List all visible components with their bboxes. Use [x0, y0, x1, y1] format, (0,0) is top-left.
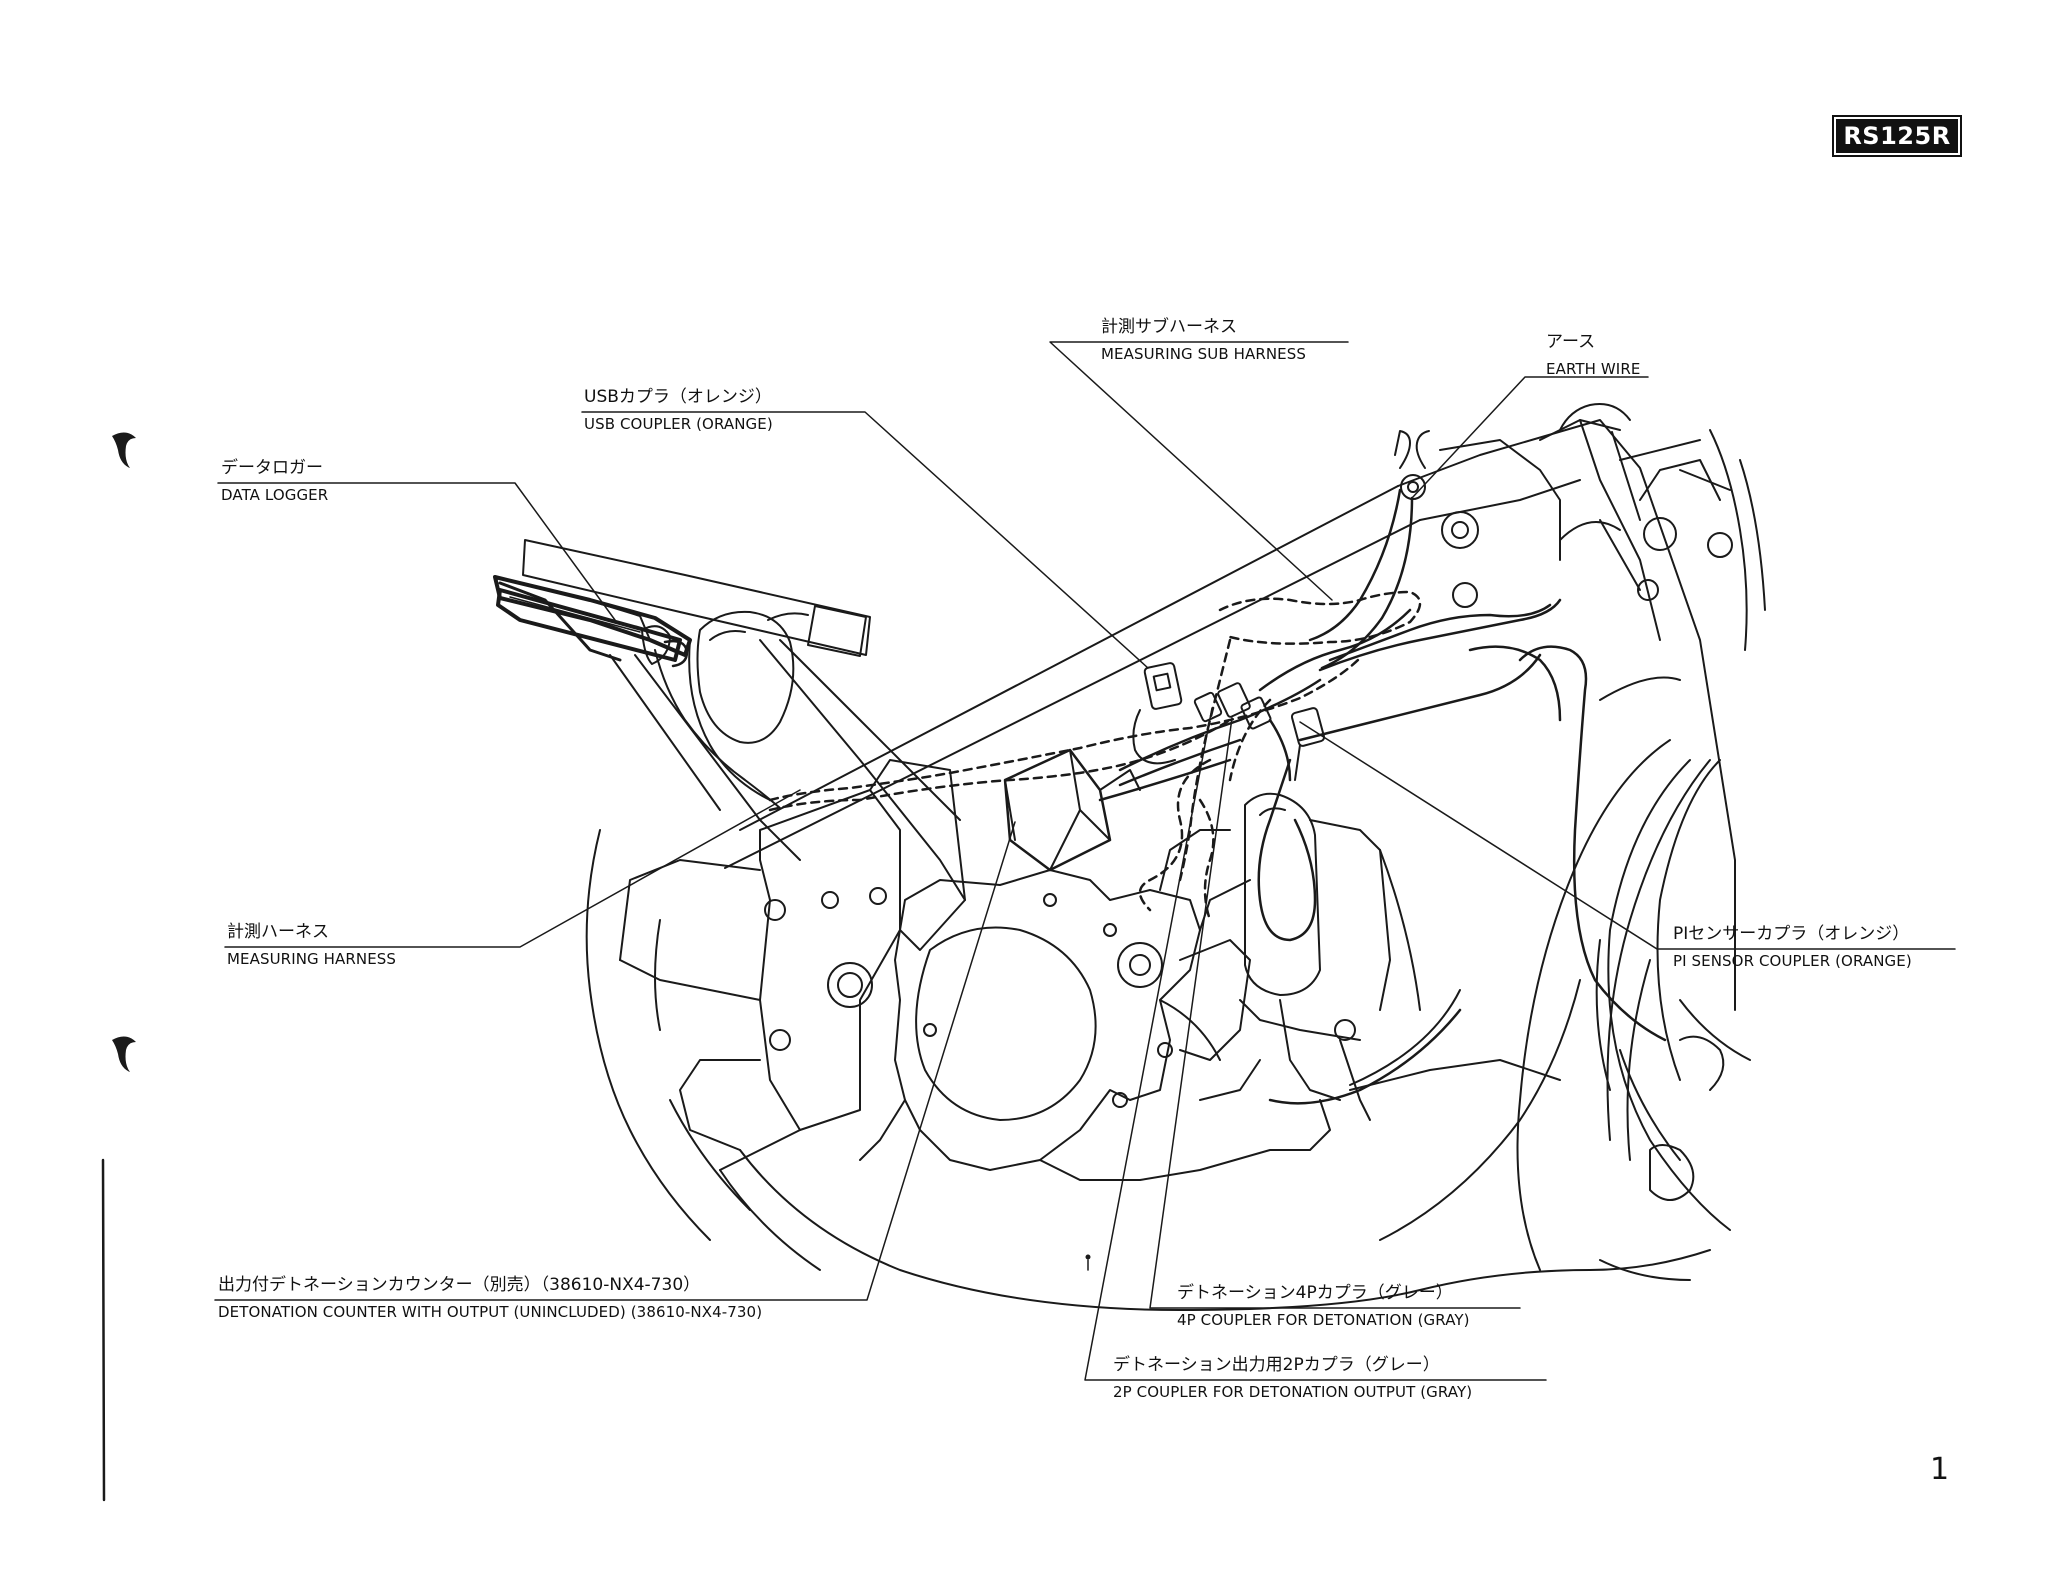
headstock-lines	[1439, 419, 1731, 591]
callout-measuring-harness: 計測ハーネス MEASURING HARNESS	[227, 921, 396, 970]
callout-en: DETONATION COUNTER WITH OUTPUT (UNINCLUD…	[218, 1303, 763, 1321]
binder-marks	[112, 432, 136, 1072]
reference-dot	[1085, 1254, 1091, 1260]
callout-jp: 出力付デトネーションカウンター（別売）（38610-NX4-730）	[218, 1275, 701, 1295]
callout-en: MEASURING SUB HARNESS	[1101, 345, 1307, 363]
callout-usb-coupler: USBカプラ（オレンジ） USB COUPLER (ORANGE)	[584, 386, 773, 435]
callout-jp: デトネーション4Pカプラ（グレー）	[1177, 1283, 1453, 1303]
usb-coupler-shape	[1132, 662, 1183, 765]
callout-detonation-2p-coupler: デトネーション出力用2Pカプラ（グレー） 2P COUPLER FOR DETO…	[1113, 1354, 1472, 1403]
callout-detonation-4p-coupler: デトネーション4Pカプラ（グレー） 4P COUPLER FOR DETONAT…	[1177, 1282, 1470, 1331]
model-badge: RS125R	[1832, 115, 1962, 157]
callout-earth-wire: アース EARTH WIRE	[1546, 331, 1640, 380]
margin-rule	[101, 1158, 106, 1502]
main-frame	[724, 403, 1766, 1011]
page-number: 1	[1930, 1452, 1950, 1487]
callout-en: MEASURING HARNESS	[227, 950, 397, 968]
callout-en: EARTH WIRE	[1546, 360, 1641, 378]
callout-en: USB COUPLER (ORANGE)	[584, 415, 773, 433]
callout-en: DATA LOGGER	[221, 486, 329, 504]
callout-jp: USBカプラ（オレンジ）	[584, 387, 772, 407]
cylinder-and-tubes	[1239, 792, 1561, 1121]
pi-sensor-coupler-shape	[1290, 707, 1326, 781]
rear-subframe	[493, 539, 966, 901]
detonation-counter-shape	[1003, 748, 1141, 872]
callout-jp: 計測ハーネス	[227, 922, 329, 942]
callout-measuring-sub-harness: 計測サブハーネス MEASURING SUB HARNESS	[1101, 316, 1306, 365]
callout-data-logger: データロガー DATA LOGGER	[221, 457, 328, 506]
front-wheel-area	[1595, 759, 1751, 1231]
callout-jp: デトネーション出力用2Pカプラ（グレー）	[1113, 1355, 1440, 1375]
callout-detonation-counter: 出力付デトネーションカウンター（別売）（38610-NX4-730） DETON…	[218, 1274, 762, 1323]
leader-lines	[214, 341, 1956, 1381]
frame-side-plate	[585, 759, 966, 1241]
4p-coupler-shape	[1217, 682, 1272, 730]
callout-jp: アース	[1546, 332, 1596, 352]
callout-jp: PIセンサーカプラ（オレンジ）	[1673, 924, 1910, 944]
callout-en: PI SENSOR COUPLER (ORANGE)	[1673, 952, 1912, 970]
data-logger-unit	[496, 588, 689, 668]
callout-jp: データロガー	[221, 458, 323, 478]
earth-wire-terminal	[1394, 430, 1430, 500]
fairing-lower	[669, 676, 1711, 1311]
harness-wires	[1098, 488, 1667, 1042]
2p-coupler-shape	[1193, 691, 1223, 723]
callout-en: 2P COUPLER FOR DETONATION OUTPUT (GRAY)	[1113, 1383, 1473, 1401]
callout-en: 4P COUPLER FOR DETONATION (GRAY)	[1177, 1311, 1470, 1329]
callout-pi-sensor-coupler: PIセンサーカプラ（オレンジ） PI SENSOR COUPLER (ORANG…	[1673, 923, 1912, 972]
callout-jp: 計測サブハーネス	[1101, 317, 1237, 337]
